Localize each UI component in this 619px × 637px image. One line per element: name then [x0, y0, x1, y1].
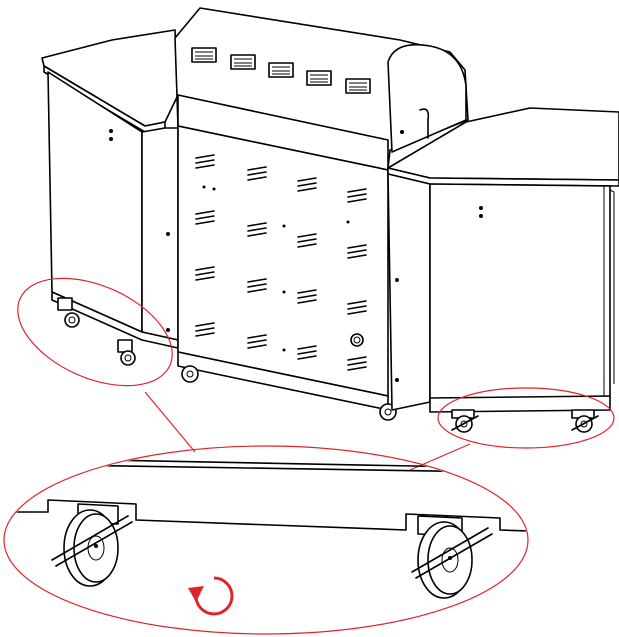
center-grill-cabinet [174, 7, 469, 421]
right-caster-right [571, 409, 599, 433]
callout-ellipse-left [17, 277, 173, 387]
detail-caster-left [51, 503, 133, 587]
left-caster-rear [117, 339, 136, 366]
left-side-cabinet [41, 29, 179, 366]
right-side-cabinet [387, 107, 619, 433]
center-caster-left [181, 365, 199, 383]
callout-leader-left [144, 391, 196, 453]
callout-ellipse-right [437, 387, 615, 449]
right-cabinet-front-panel [429, 183, 611, 403]
right-cabinet-corner-panel [387, 173, 431, 411]
hood-vents [191, 47, 371, 94]
detail-view-ellipse [3, 445, 529, 635]
ignition-button [350, 333, 364, 347]
right-caster-left [451, 409, 479, 433]
cabinet-vent-slots [195, 154, 367, 371]
left-cabinet-front-panel [141, 127, 179, 341]
detail-caster-right [411, 515, 493, 599]
rotate-clockwise-arrow-icon [188, 576, 234, 616]
detail-view [5, 457, 527, 616]
left-caster-front [57, 297, 80, 328]
